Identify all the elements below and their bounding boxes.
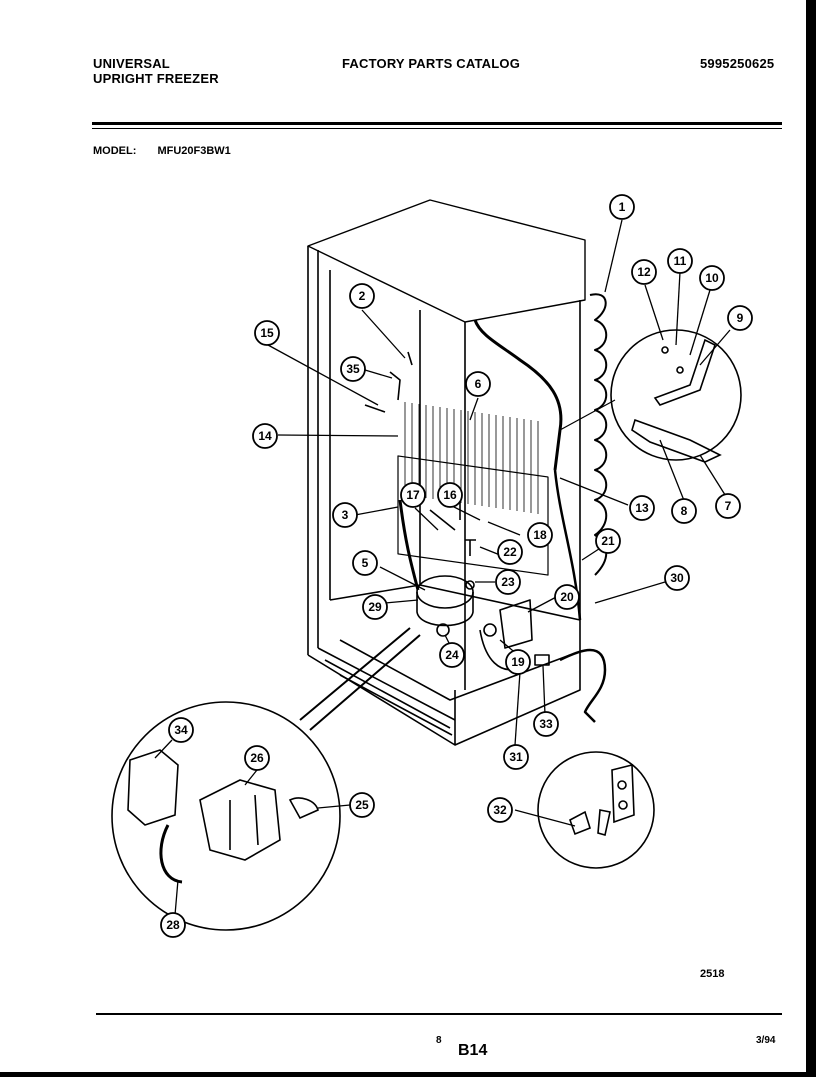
detail-compressor-electrical	[111, 627, 421, 931]
callout-number: 15	[260, 326, 274, 340]
product-type: UPRIGHT FREEZER	[93, 71, 219, 86]
model-number: MFU20F3BW1	[157, 145, 231, 157]
callout-number: 22	[503, 545, 517, 559]
callout-number: 6	[475, 377, 482, 391]
callout-circle	[362, 594, 388, 620]
leader-lines	[154, 219, 731, 916]
callout-circle	[487, 797, 513, 823]
catalog-title: FACTORY PARTS CATALOG	[342, 56, 521, 71]
model-label: MODEL:	[93, 145, 137, 157]
callout-circle	[629, 495, 655, 521]
callout-number: 2	[359, 289, 366, 303]
callout-number: 17	[406, 488, 420, 502]
callout-circle	[349, 283, 375, 309]
callout-number: 16	[443, 488, 457, 502]
callout-number: 32	[493, 803, 507, 817]
callout-circle	[349, 792, 375, 818]
callout-circle	[439, 642, 465, 668]
footer-rule	[96, 1013, 782, 1015]
callout-number: 30	[670, 571, 684, 585]
callout-circle	[332, 502, 358, 528]
callout-number: 34	[174, 723, 188, 737]
callout-circle	[495, 569, 521, 595]
callout-circle	[503, 744, 529, 770]
callout-number: 35	[346, 362, 360, 376]
callout-number: 19	[511, 655, 525, 669]
callout-circle	[465, 371, 491, 397]
callout-circle	[715, 493, 741, 519]
callout-number: 12	[637, 265, 651, 279]
catalog-part-number: 5995250625	[700, 56, 775, 71]
callout-bubbles: 1235678910111213141516171819202122232425…	[160, 194, 753, 938]
callout-circle	[497, 539, 523, 565]
scan-border-right	[806, 0, 816, 1077]
callout-number: 7	[725, 499, 732, 513]
callout-circle	[664, 565, 690, 591]
brand-name: UNIVERSAL	[93, 56, 170, 71]
callout-number: 25	[355, 798, 369, 812]
model-line: MODEL: MFU20F3BW1	[93, 145, 249, 157]
drawing-number: 2518	[700, 968, 725, 980]
callout-number: 33	[539, 717, 553, 731]
section-code: B14	[458, 1042, 488, 1059]
callout-circle	[437, 482, 463, 508]
header-rule	[92, 122, 782, 125]
scan-border-bottom	[0, 1072, 816, 1077]
callout-circle	[609, 194, 635, 220]
page-number: 8	[436, 1035, 442, 1046]
brand-block: UNIVERSAL UPRIGHT FREEZER	[93, 56, 219, 86]
callout-circle	[595, 528, 621, 554]
callout-number: 23	[501, 575, 515, 589]
callout-circle	[727, 305, 753, 331]
callout-circle	[352, 550, 378, 576]
callout-circle	[667, 248, 693, 274]
callout-number: 20	[560, 590, 574, 604]
callout-circle	[244, 745, 270, 771]
header-rule-thin	[92, 128, 782, 129]
callout-number: 3	[342, 508, 349, 522]
callout-circle	[168, 717, 194, 743]
callout-circle	[554, 584, 580, 610]
callout-circle	[340, 356, 366, 382]
callout-circle	[252, 423, 278, 449]
callout-number: 13	[635, 501, 649, 515]
callout-number: 5	[362, 556, 369, 570]
detail-ground-clip	[537, 751, 655, 869]
callout-number: 21	[601, 534, 615, 548]
callout-number: 1	[619, 200, 626, 214]
callout-number: 28	[166, 918, 180, 932]
callout-number: 29	[368, 600, 382, 614]
callout-circle	[160, 912, 186, 938]
callout-number: 18	[533, 528, 547, 542]
callout-circle	[533, 711, 559, 737]
callout-number: 9	[737, 311, 744, 325]
callout-number: 11	[674, 254, 687, 268]
revision-date: 3/94	[756, 1035, 776, 1046]
callout-number: 26	[250, 751, 264, 765]
callout-circle	[699, 265, 725, 291]
callout-circle	[671, 498, 697, 524]
callout-circle	[254, 320, 280, 346]
callout-circle	[527, 522, 553, 548]
callout-number: 10	[705, 271, 719, 285]
callout-number: 31	[509, 750, 523, 764]
callout-number: 24	[445, 648, 459, 662]
callout-number: 8	[681, 504, 688, 518]
callout-circle	[505, 649, 531, 675]
callout-circle	[400, 482, 426, 508]
callout-number: 14	[258, 429, 272, 443]
callout-circle	[631, 259, 657, 285]
